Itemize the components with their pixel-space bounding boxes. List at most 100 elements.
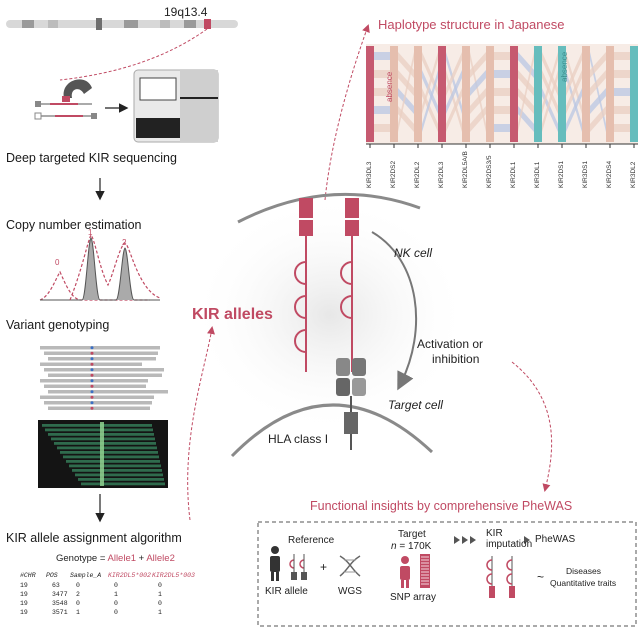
n-value: = 170K	[396, 541, 432, 552]
target-cell-membrane	[230, 403, 434, 458]
variant-dot	[90, 373, 94, 377]
aligned-read	[78, 478, 164, 481]
haplotype-absence-label-2: absence	[560, 51, 569, 82]
variant-dot	[90, 368, 94, 372]
read-bar	[40, 395, 154, 399]
allele-table-header: KIR2DL5*003	[152, 572, 195, 579]
allele-table-cell: 3571	[52, 609, 68, 616]
haplotype-flow	[542, 70, 558, 132]
genotype-allele2: Allele2	[146, 553, 175, 564]
step-copy-number: Copy number estimation	[6, 218, 142, 232]
aligned-read	[60, 451, 158, 454]
allele-table-cell: 0	[76, 600, 80, 607]
haplotype-flow	[374, 124, 390, 132]
aligned-read	[42, 424, 152, 427]
read-bar	[40, 379, 148, 383]
haplotype-flow	[374, 106, 390, 114]
haplotype-flow	[614, 124, 630, 132]
kir-imputation-label-2: imputation	[486, 539, 533, 550]
haplotype-flow	[446, 70, 462, 114]
haplotype-flow	[398, 88, 414, 114]
haplotype-gene-column	[390, 46, 398, 142]
aligned-read	[57, 446, 157, 450]
haplotype-flow	[542, 52, 558, 114]
haplotype-gene-label: KIR2DS1	[558, 160, 565, 188]
target-cell-label: Target cell	[388, 398, 443, 412]
allele-table-cell: 3548	[52, 600, 68, 607]
variant-dot	[90, 351, 94, 355]
allele-table-cell: 3477	[52, 591, 68, 598]
haplotype-flow	[494, 124, 510, 132]
haplotype-flow	[422, 52, 438, 114]
allele-table-cell: 0	[158, 600, 162, 607]
allele-table-header: POS	[46, 572, 58, 579]
haplotype-gene-column	[414, 46, 422, 142]
haplotype-gene-label: KIR2DS3/5	[486, 155, 493, 188]
haplotype-gene-label: KIR3DL1	[534, 161, 541, 188]
diseases-label: Diseases	[566, 566, 601, 576]
genotype-plus: +	[136, 553, 147, 564]
target-cohort-icon	[400, 554, 430, 588]
haplotype-flow	[494, 70, 510, 78]
haplotype-gene-column	[558, 46, 566, 142]
haplotype-gene-label: KIR2DL1	[510, 161, 517, 188]
haplotype-flow	[470, 52, 486, 78]
haplotype-flow	[590, 106, 606, 132]
haplotype-flow	[494, 106, 510, 114]
allele-table-cell: 19	[20, 582, 28, 589]
plus-sign: +	[320, 560, 328, 574]
phewas-chevron-icon	[524, 536, 530, 544]
reference-label: Reference	[288, 535, 335, 546]
activation-label: Activation or	[417, 337, 484, 351]
read-bar	[44, 401, 152, 405]
variant-dot	[90, 390, 94, 394]
dna-helix-icon	[339, 555, 361, 577]
copy-number-plot	[39, 233, 161, 301]
variant-dot	[90, 362, 94, 366]
kir-allele-label: KIR allele	[265, 586, 308, 597]
haplotype-gene-column	[438, 46, 446, 142]
chromosome-ideogram	[6, 18, 238, 81]
phewas-label: PheWAS	[535, 534, 576, 545]
haplotype-gene-column	[486, 46, 494, 142]
target-label: Target	[398, 529, 426, 540]
variant-dot	[90, 379, 94, 383]
haplotype-flow	[590, 70, 606, 96]
read-bar	[48, 373, 162, 377]
allele-table-cell: 63	[52, 582, 60, 589]
haplotype-gene-column	[630, 46, 638, 142]
allele-table-header: Sample_A	[70, 572, 102, 579]
aligned-read	[66, 460, 160, 463]
arrow-to-kir-alleles	[187, 326, 215, 521]
haplotype-flow	[470, 88, 486, 114]
read-bar	[44, 351, 158, 355]
haplotype-absence-label-1: absence	[385, 71, 394, 102]
aligned-read	[54, 442, 156, 445]
haplotype-gene-column	[582, 46, 590, 142]
peak-label-2: 2	[122, 238, 127, 247]
traits-label: Quantitative traits	[550, 578, 617, 588]
haplotype-gene-label: KIR2DL3	[438, 161, 445, 188]
haplotype-gene-column	[606, 46, 614, 142]
allele-table-cell: 1	[114, 591, 118, 598]
step-sequencing: Deep targeted KIR sequencing	[6, 151, 177, 165]
kir-alleles-label: KIR alleles	[192, 306, 273, 323]
nk-cell-membrane	[237, 192, 421, 224]
allele-table-cell: 1	[158, 609, 162, 616]
n-symbol: n	[391, 541, 397, 552]
tilde-sign: ~	[537, 570, 545, 584]
allele-table-cell: 1	[158, 591, 162, 598]
allele-table-cell: 1	[76, 609, 80, 616]
allele-table-cell: 2	[76, 591, 80, 598]
haplotype-flow	[614, 70, 630, 78]
arrow-to-phewas	[511, 361, 553, 492]
hla-molecule	[336, 358, 366, 450]
haplotype-gene-label: KIR3DS1	[582, 160, 589, 188]
phewas-title: Functional insights by comprehensive Phe…	[310, 499, 573, 513]
haplotype-gene-label: KIR2DL5A/B	[462, 151, 469, 188]
inhibition-label: inhibition	[432, 352, 480, 366]
haplotype-flow	[470, 106, 486, 132]
reference-icons	[270, 546, 307, 581]
